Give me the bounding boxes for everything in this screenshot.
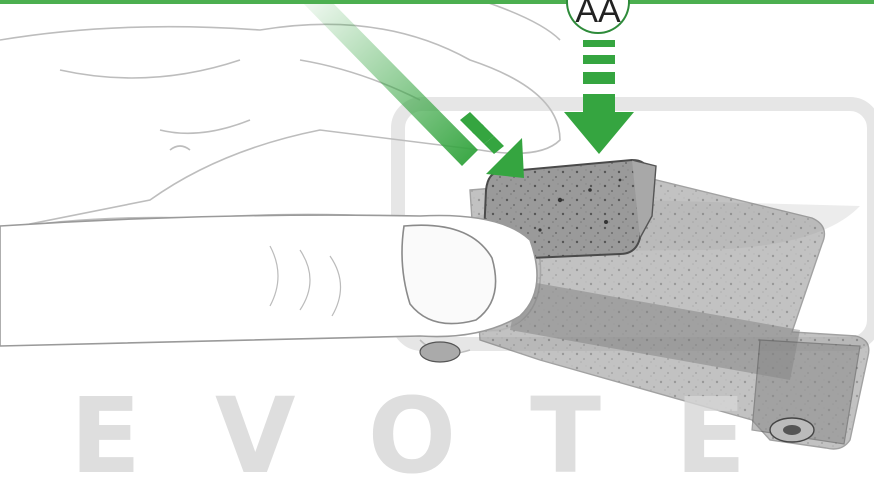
top-accent-bar — [0, 0, 874, 4]
aa-badge: AA — [566, 0, 630, 34]
thumb — [0, 215, 537, 346]
badge-label: AA — [575, 0, 620, 32]
brand-watermark: EVOTE — [0, 392, 874, 481]
